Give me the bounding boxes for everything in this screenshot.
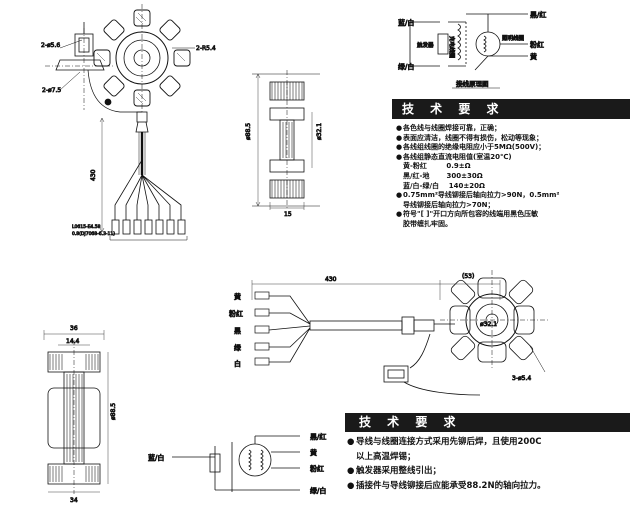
wire-label: 蓝/白 xyxy=(148,453,164,462)
dim-label: 34 xyxy=(70,497,78,504)
spec-bottom-list: ●导线与线圈连接方式采用先铆后焊，且使用200C 以上高温焊锡； ●触发器采用整… xyxy=(347,435,546,493)
component-label: 照明线圈 xyxy=(502,34,525,42)
spec-bottom-title: 技 术 要 求 xyxy=(345,413,630,432)
list-item: ●表面应清洁，线圈不得有损伤，松动等现象； xyxy=(396,133,543,142)
dim-label: 36 xyxy=(70,325,78,332)
list-item: ●导线与线圈连接方式采用先铆后焊，且使用200C xyxy=(347,437,542,447)
list-item: 胶带缠扎牢固。 xyxy=(403,219,452,228)
dim-label: 15 xyxy=(284,211,292,218)
dim-label: 2-ø7.5 xyxy=(42,87,61,94)
dim-label: ø88.5 xyxy=(245,123,252,140)
list-item: ●0.75mm²导线铆接后轴向拉力>90N，0.5mm² xyxy=(396,191,560,200)
list-item: 导线铆接后轴向拉力>70N； xyxy=(403,200,495,209)
list-item: 蓝/白-绿/白 140±20Ω xyxy=(403,181,485,190)
list-item: ●插接件与导线铆接后应能承受88.2N的轴向拉力。 xyxy=(347,480,546,491)
dim-label: L0615-E4.58 xyxy=(72,224,101,230)
component-label: 触发器 xyxy=(417,41,434,49)
component-label: 充电线圈 xyxy=(448,36,456,59)
stator-harness-view xyxy=(251,270,550,396)
list-item: ●触发器采用整线引出； xyxy=(347,466,442,476)
list-item: ●符号"[ ]"开口方向所包容的线端用黑色压敏 xyxy=(396,210,539,219)
dim-label: ø32.1 xyxy=(316,123,323,140)
wire-label: 粉红 xyxy=(530,40,544,49)
wire-label: 粉红 xyxy=(229,309,243,318)
list-item: ●各线组线圈的绝缘电阻应小于5MΩ(500V)； xyxy=(396,143,546,152)
wire-label: 黑 xyxy=(234,327,241,335)
dim-label: 0.8(DJ7068-6.3-11) xyxy=(72,231,115,237)
wire-label: 粉红 xyxy=(310,464,324,473)
wire-label: 黄 xyxy=(234,292,241,301)
dim-label: ø32.1 xyxy=(480,321,497,328)
dim-label: 2-R5.4 xyxy=(196,45,216,52)
wire-label: 黄 xyxy=(310,448,317,457)
wire-label: 蓝/白 xyxy=(398,18,414,27)
wiring-schematic-top xyxy=(409,13,528,71)
wire-label: 白 xyxy=(234,359,241,368)
dim-label: 14.4 xyxy=(66,338,80,345)
list-item: ●各色线与线圈焊接可靠，正确； xyxy=(396,124,501,132)
wire-label: 黄 xyxy=(530,52,537,61)
dim-label: 430 xyxy=(325,276,337,283)
spec-top-list: ●各色线与线圈焊接可靠，正确； ●表面应清洁，线圈不得有损伤，松动等现象； ●各… xyxy=(396,124,559,230)
dim-label: 2-ø5.6 xyxy=(41,42,60,49)
stator-side-section xyxy=(252,70,320,210)
dim-label: 430 xyxy=(90,169,97,181)
list-item: 以上高温焊锡； xyxy=(356,451,416,462)
dim-label: (53) xyxy=(462,273,474,280)
wire-label: 绿/白 xyxy=(398,62,414,71)
list-item: 黄-粉红 0.9±Ω xyxy=(403,162,471,171)
wire-label: 黑/红 xyxy=(310,432,326,441)
wiring-schematic-bottom xyxy=(172,435,300,492)
dim-label: ø88.5 xyxy=(110,403,117,420)
spec-top-title: 技 术 要 求 xyxy=(392,99,630,119)
stator-bottom-side-view xyxy=(43,330,109,494)
dim-label: 3-ø5.4 xyxy=(512,375,531,382)
list-item: 黑/红-地 300±30Ω xyxy=(403,171,483,180)
wire-label: 黑/红 xyxy=(530,10,546,19)
wire-label: 绿 xyxy=(234,343,241,352)
stator-top-view xyxy=(45,4,195,241)
list-item: ●各线组静态直流电阻值(室温20℃) xyxy=(396,152,512,161)
schematic-caption: 接线原理图 xyxy=(456,79,489,88)
wire-label: 绿/白 xyxy=(310,486,326,495)
